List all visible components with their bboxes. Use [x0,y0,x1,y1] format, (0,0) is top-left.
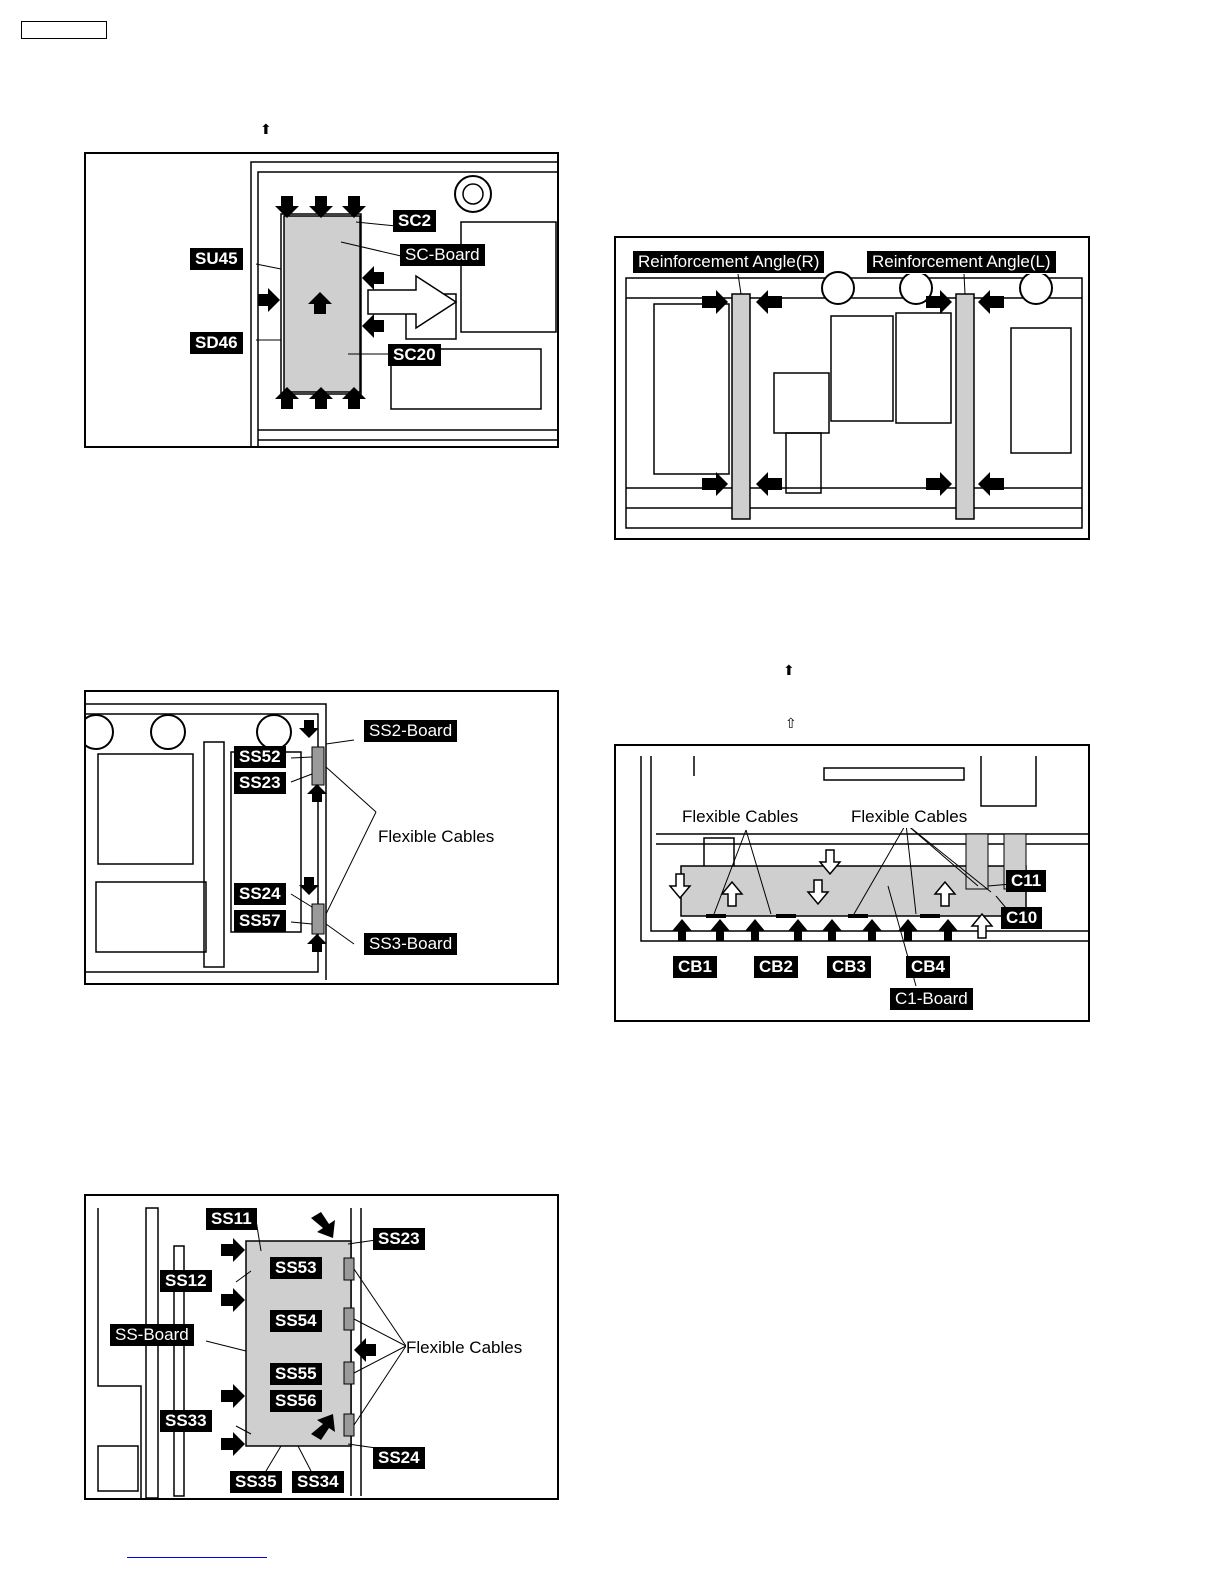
label-cb3: CB3 [827,956,871,978]
reinforcement-angles-diagram [616,238,1090,540]
label-sc20: SC20 [388,344,441,366]
label-ss35: SS35 [230,1471,282,1493]
label-ss3-board: SS3-Board [364,933,457,955]
label-ss23: SS23 [234,772,286,794]
label-ss-board: SS-Board [110,1324,194,1346]
label-flexible-cables: Flexible Cables [406,1337,522,1359]
label-flexible-cables-left: Flexible Cables [682,806,798,828]
figure-sc-board: SC2 SU45 SC-Board SD46 SC20 [84,152,559,448]
label-c1-board: C1-Board [890,988,973,1010]
sc-board-diagram [86,154,559,448]
hollow-up-arrow-icon: ⇧ [785,716,797,730]
label-ss55: SS55 [270,1363,322,1385]
label-c10: C10 [1001,907,1042,929]
label-ss24: SS24 [373,1447,425,1469]
label-ss57: SS57 [234,910,286,932]
label-reinforcement-angle-r: Reinforcement Angle(R) [632,250,825,274]
filled-up-arrow-icon: ⬆ [783,663,795,677]
label-sd46: SD46 [190,332,243,354]
figure-ss2-ss3-board: SS52 SS23 SS2-Board Flexible Cables SS24… [84,690,559,985]
label-ss34: SS34 [292,1471,344,1493]
label-su45: SU45 [190,248,243,270]
label-ss24: SS24 [234,883,286,905]
page-number-box [21,21,107,39]
label-cb4: CB4 [906,956,950,978]
label-ss54: SS54 [270,1310,322,1332]
label-cb2: CB2 [754,956,798,978]
label-cb1: CB1 [673,956,717,978]
label-flexible-cables-right: Flexible Cables [851,806,967,828]
filled-up-arrow-icon: ⬆ [260,122,272,136]
label-ss23: SS23 [373,1228,425,1250]
label-ss12: SS12 [160,1270,212,1292]
label-c11: C11 [1006,870,1046,892]
label-flexible-cables: Flexible Cables [378,826,494,848]
label-ss33: SS33 [160,1410,212,1432]
label-ss53: SS53 [270,1257,322,1279]
label-reinforcement-angle-l: Reinforcement Angle(L) [866,250,1057,274]
figure-c1-board: Flexible Cables Flexible Cables C11 C10 … [614,744,1090,1022]
figure-ss-board: SS11 SS23 SS12 SS53 SS54 SS-Board Flexib… [84,1194,559,1500]
label-ss56: SS56 [270,1390,322,1412]
label-ss2-board: SS2-Board [364,720,457,742]
label-ss52: SS52 [234,746,286,768]
figure-reinforcement-angles: Reinforcement Angle(R) Reinforcement Ang… [614,236,1090,540]
label-sc2: SC2 [393,210,436,232]
footer-link-underline [127,1557,267,1558]
label-sc-board: SC-Board [400,244,485,266]
label-ss11: SS11 [206,1208,257,1230]
